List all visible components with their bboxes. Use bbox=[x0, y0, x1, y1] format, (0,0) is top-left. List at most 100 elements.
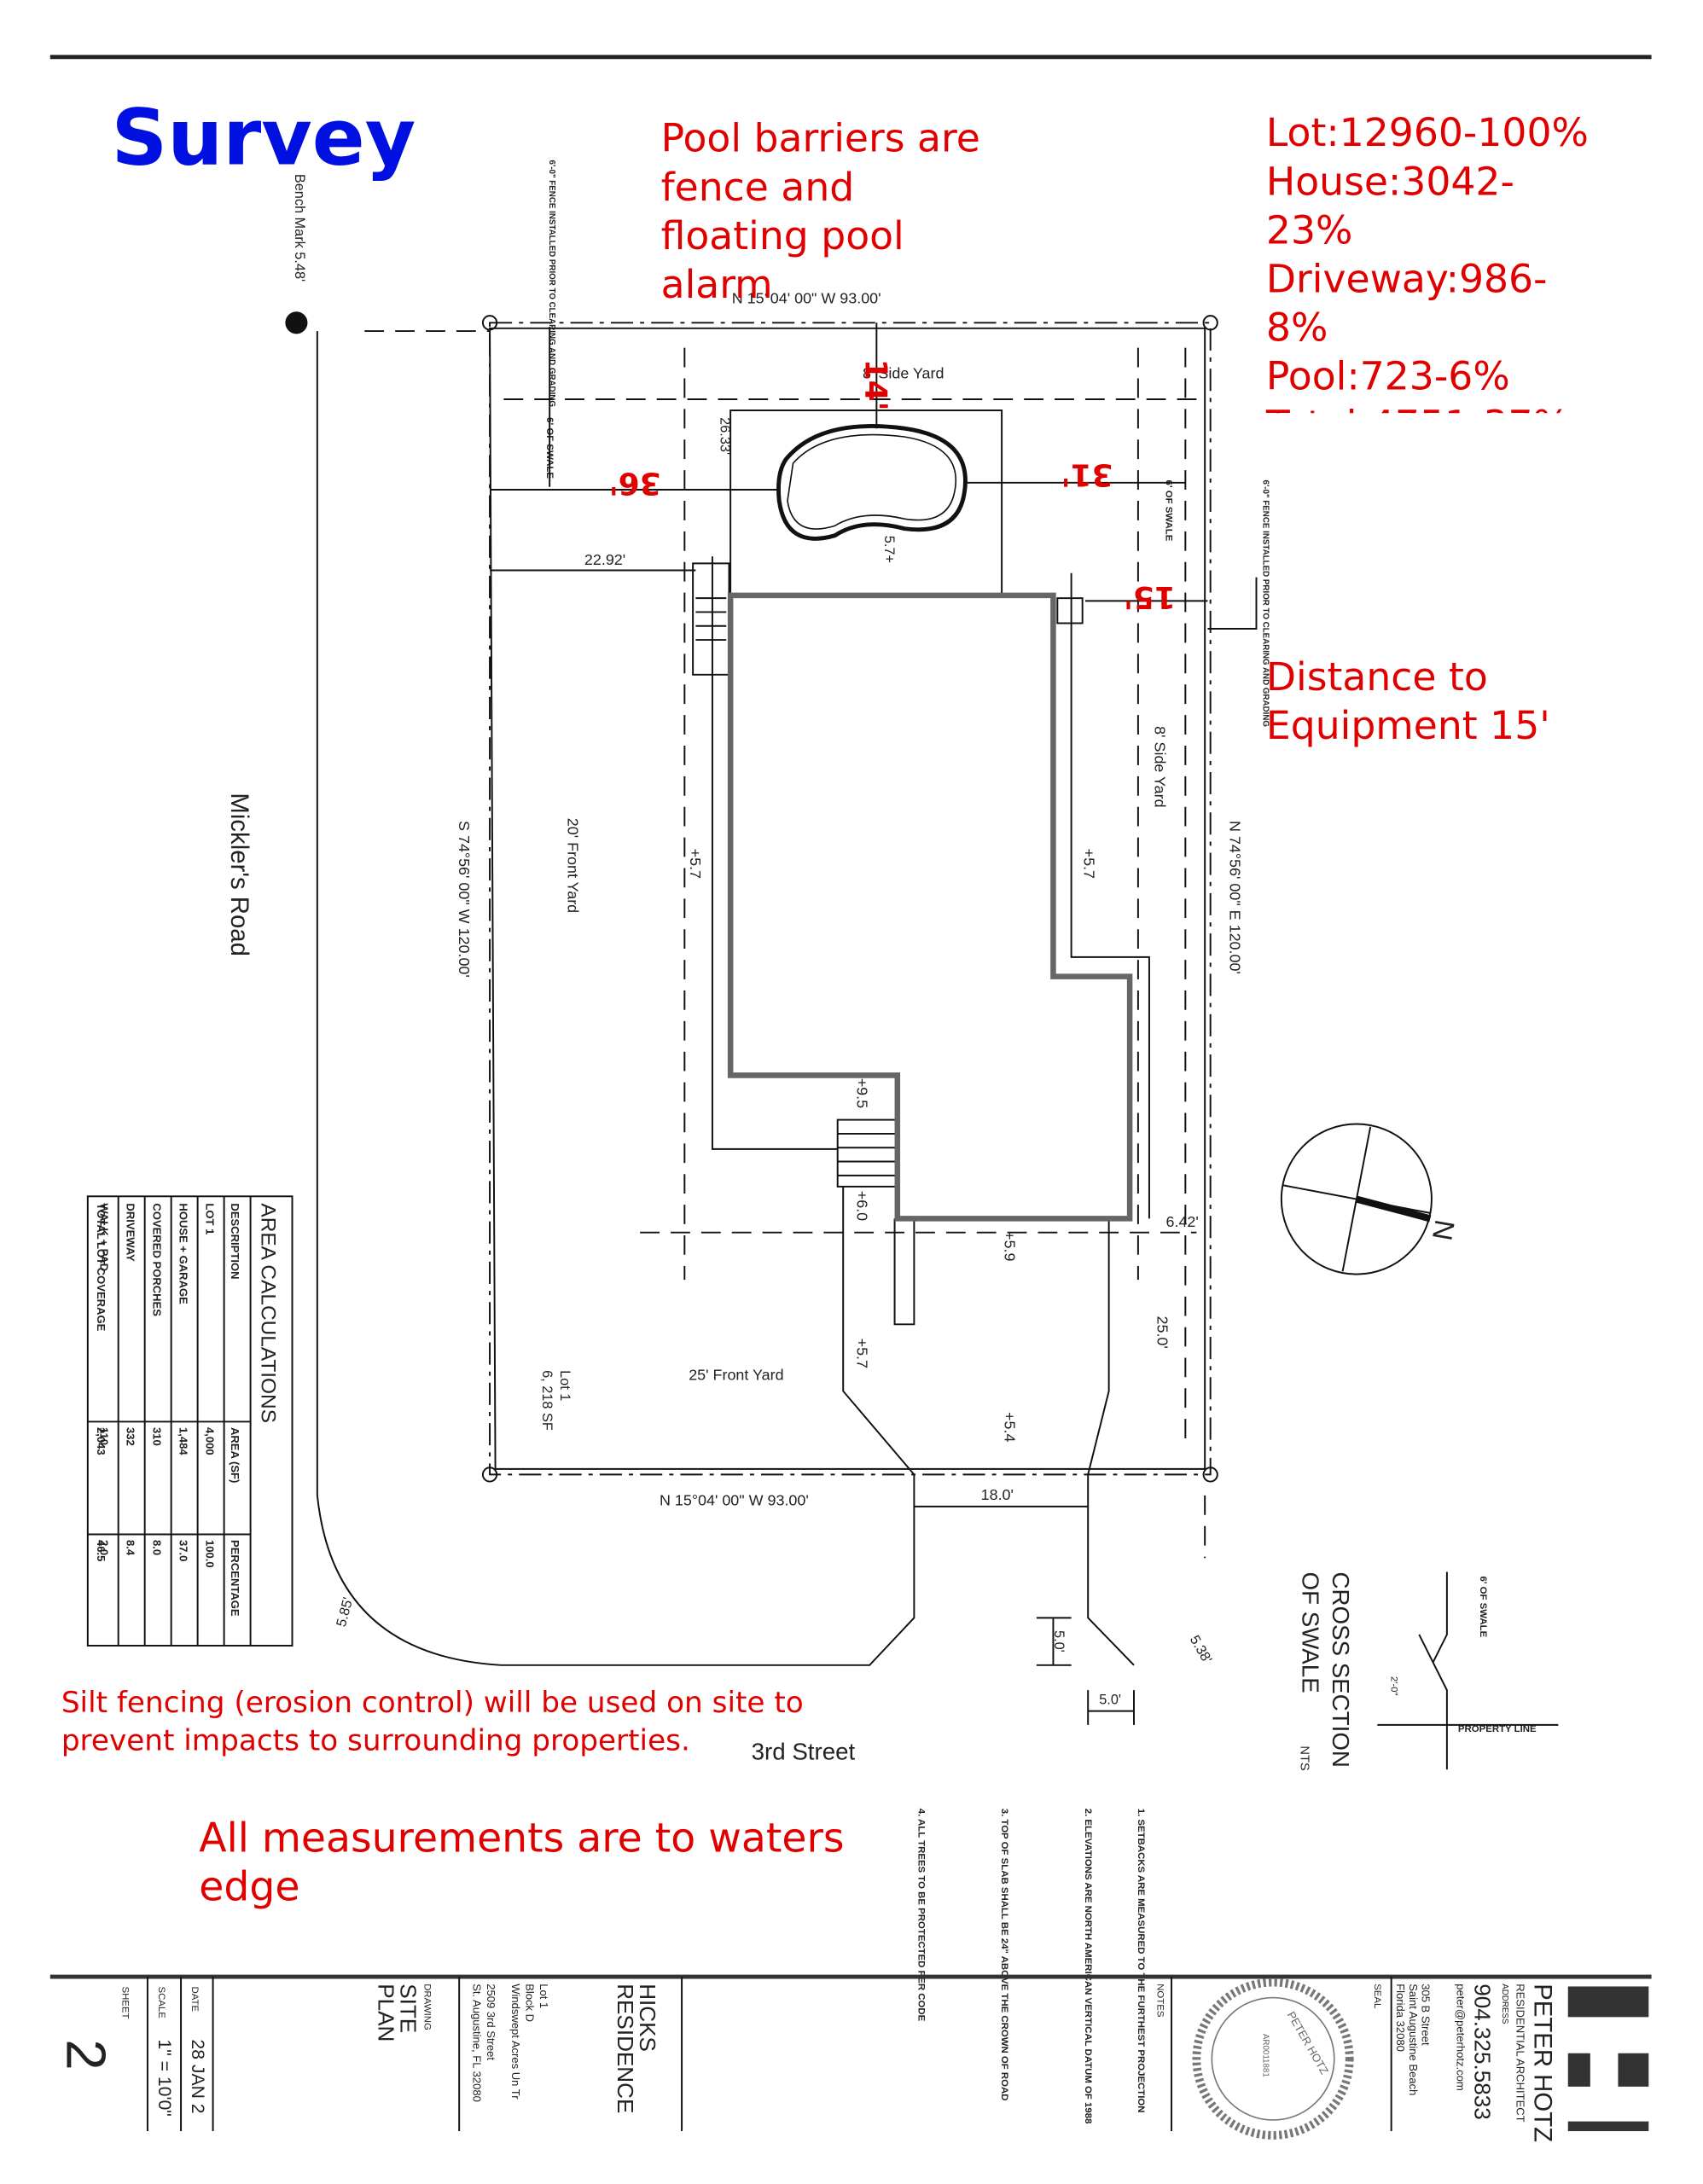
plan-label: 8.4 bbox=[124, 1540, 137, 1556]
elevation: +5.9 bbox=[1001, 1231, 1018, 1261]
bearing-bottom: N 15°04' 00" W 93.00' bbox=[660, 1491, 809, 1508]
plan-label: AR0011881 bbox=[1261, 2034, 1270, 2077]
plan-label: alarm bbox=[661, 262, 773, 307]
plan-label: RESIDENCE bbox=[613, 1984, 638, 2113]
plan-label: NOTES bbox=[1155, 1984, 1165, 2018]
plan-label: RESIDENTIAL ARCHITECT bbox=[1514, 1984, 1526, 2122]
dim-5-0-b: 5.0' bbox=[1099, 1692, 1121, 1707]
plan-label: prevent impacts to surrounding propertie… bbox=[61, 1723, 690, 1757]
plan-label: AREA (SF) bbox=[229, 1427, 241, 1483]
plan-label: SEAL bbox=[1372, 1984, 1382, 2008]
elevation: +5.7 bbox=[687, 849, 704, 879]
road-edge bbox=[316, 331, 1135, 1666]
plan-label: DESCRIPTION bbox=[229, 1203, 241, 1279]
plan-label: NTS bbox=[1298, 1745, 1311, 1771]
pool bbox=[776, 424, 968, 541]
plan-label: 3. TOP OF SLAB SHALL BE 24" ABOVE THE CR… bbox=[999, 1809, 1009, 2101]
elevation: +5.7 bbox=[854, 1339, 871, 1368]
architect-name: PETER HOTZ bbox=[1529, 1984, 1557, 2142]
plan-label: 1" = 10'0" bbox=[154, 2039, 174, 2116]
elevation: +9.5 bbox=[854, 1078, 871, 1108]
plan-label: Equipment 15' bbox=[1266, 703, 1550, 748]
north-label: N bbox=[1427, 1217, 1462, 1243]
plan-label: SCALE bbox=[156, 1986, 166, 2018]
walkway bbox=[711, 556, 1150, 1326]
side-yard-right: 8' Side Yard bbox=[1151, 726, 1168, 807]
dim-5-38: 5.38' bbox=[1187, 1633, 1215, 1666]
plan-label: 2'-0" bbox=[1389, 1676, 1399, 1696]
dim-5-0-a: 5.0' bbox=[1051, 1630, 1067, 1653]
plan-label: WALK + PAD bbox=[97, 1203, 110, 1271]
plan-label: 4,000 bbox=[203, 1427, 216, 1455]
plan-label: HICKS bbox=[635, 1984, 660, 2052]
side-yard-top: 8' Side Yard bbox=[863, 365, 944, 382]
plan-label: 310 bbox=[150, 1427, 163, 1446]
bearing-left: S 74°56' 00" W 120.00' bbox=[456, 821, 473, 978]
front-yard-left: 20' Front Yard bbox=[564, 818, 581, 913]
plan-label: Lot 1 bbox=[538, 1984, 550, 2008]
coverage-note: Lot:12960-100% House:3042- 23% Driveway:… bbox=[1265, 110, 1589, 413]
equipment-note: Distance to Equipment 15' bbox=[1266, 654, 1550, 748]
plan-label: ADDRESS bbox=[1500, 1984, 1509, 2024]
plan-label: 6' OF SWALE bbox=[1478, 1576, 1488, 1637]
area-table-total: TOTAL LOT COVERAGE bbox=[95, 1203, 108, 1331]
plan-label: 28 JAN 2 bbox=[188, 2039, 207, 2113]
plan-label: HOUSE + GARAGE bbox=[177, 1203, 189, 1304]
plan-label: 305 B Street bbox=[1420, 1984, 1433, 2046]
plan-label: AREA CALCULATIONS bbox=[257, 1203, 280, 1423]
dim-15: 15' bbox=[1124, 579, 1176, 614]
plan-label: DRIVEWAY bbox=[124, 1203, 137, 1262]
plan-label: Florida 32080 bbox=[1394, 1984, 1407, 2052]
dim-31: 31' bbox=[1061, 457, 1113, 492]
plan-label: Silt fencing (erosion control) will be u… bbox=[61, 1686, 804, 1720]
plan-label: 1. SETBACKS ARE MEASURED TO THE FURTHEST… bbox=[1136, 1809, 1146, 2113]
plan-label: 2509 3rd Street bbox=[485, 1984, 497, 2060]
stairs bbox=[692, 562, 898, 1188]
plan-label: peter@peterhotz.com bbox=[1454, 1984, 1467, 2091]
notes-block: 1. SETBACKS ARE MEASURED TO THE FURTHEST… bbox=[915, 1809, 1146, 2124]
fence-note-right: 6'-0" FENCE INSTALLED PRIOR TO CLEARING … bbox=[1261, 480, 1270, 727]
dim-18-0: 18.0' bbox=[981, 1486, 1014, 1503]
plan-label: 8.0 bbox=[150, 1540, 163, 1555]
plan-label: Block D bbox=[523, 1984, 536, 2022]
plan-label: OF SWALE bbox=[1297, 1572, 1323, 1693]
plan-label: DATE bbox=[189, 1986, 200, 2012]
plan-label: 4. ALL TREES TO BE PROTECTED PER CODE bbox=[915, 1809, 926, 2022]
plan-label: 8% bbox=[1266, 305, 1328, 350]
plan-label: Driveway:986- bbox=[1266, 256, 1548, 301]
survey-title: Survey bbox=[112, 91, 416, 183]
lot-label: Lot 1 bbox=[557, 1370, 573, 1401]
plan-label: SHEET bbox=[120, 1986, 131, 2018]
plan-label: LOT 1 bbox=[203, 1203, 216, 1234]
plan-label: 37.0 bbox=[177, 1540, 189, 1561]
plan-label: Pool barriers are bbox=[661, 116, 980, 161]
area-table-total-pct: 46.5 bbox=[95, 1540, 108, 1561]
plan-label: Windswept Acres Un Tr bbox=[509, 1984, 522, 2100]
plan-label: floating pool bbox=[661, 213, 904, 258]
plan-label: Saint Augustine Beach bbox=[1407, 1984, 1420, 2095]
plan-label: 100.0 bbox=[203, 1540, 216, 1568]
dim-25-0: 25.0' bbox=[1154, 1316, 1171, 1349]
bearing-top: N 15°04' 00" W 93.00' bbox=[732, 289, 881, 306]
plan-label: 2. ELEVATIONS ARE NORTH AMERICAN VERTICA… bbox=[1083, 1809, 1093, 2124]
plan-label: 1,484 bbox=[177, 1427, 189, 1455]
dim-36: 36' bbox=[609, 465, 661, 500]
dim-6-42: 6.42' bbox=[1166, 1213, 1199, 1230]
seal: PETER HOTZ bbox=[1285, 2009, 1331, 2077]
title-block: SHEET 2 SCALE 1" = 10'0" DATE 28 JAN 2 D… bbox=[49, 1974, 1652, 2142]
plan-label: PERCENTAGE bbox=[229, 1540, 241, 1617]
plan-label: PROPERTY LINE bbox=[1458, 1724, 1537, 1734]
plan-label: 904.325.5833 bbox=[1469, 1984, 1495, 2120]
plan-label: House:3042- bbox=[1266, 159, 1514, 204]
elevation: +6.0 bbox=[854, 1191, 871, 1221]
plan-label: edge bbox=[199, 1863, 299, 1910]
plan-label: DRAWING bbox=[421, 1984, 432, 2030]
road-label: Mickler's Road bbox=[225, 793, 253, 956]
swale-cross-section: CROSS SECTION OF SWALE NTS PROPERTY LINE… bbox=[1297, 1572, 1559, 1771]
area-table-total-area: 2,043 bbox=[95, 1427, 108, 1455]
dim-22-92: 22.92' bbox=[584, 551, 625, 568]
driveway bbox=[842, 1186, 1110, 1476]
plan-label: 2.0 bbox=[97, 1540, 110, 1555]
house bbox=[727, 592, 1133, 1222]
plan-label: Distance to bbox=[1266, 654, 1488, 700]
